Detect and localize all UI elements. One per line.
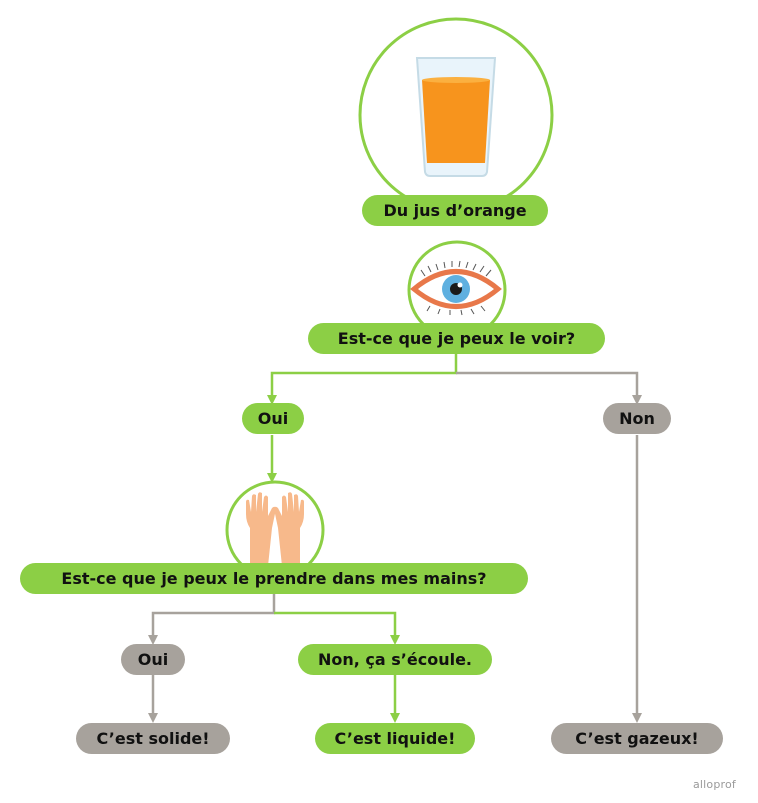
result-liquid: C’est liquide! <box>315 723 475 754</box>
result-gas: C’est gazeux! <box>551 723 723 754</box>
answer-hold-yes: Oui <box>121 644 185 675</box>
connector-hold-yes <box>148 594 276 645</box>
connector-see-yes <box>267 353 458 405</box>
answer-hold-no: Non, ça s’écoule. <box>298 644 492 675</box>
hands-icon <box>225 480 325 580</box>
answer-see-no: Non <box>603 403 671 434</box>
glass-of-juice-icon <box>358 17 554 213</box>
answer-see-yes: Oui <box>242 403 304 434</box>
eye-icon <box>407 240 507 340</box>
result-solid: C’est solide! <box>76 723 230 754</box>
brand-logo: alloprof <box>692 778 736 791</box>
title-label: Du jus d’orange <box>362 195 548 226</box>
connector-see-no <box>456 371 642 405</box>
connector-hold-no <box>274 611 400 645</box>
question-see: Est-ce que je peux le voir? <box>308 323 605 354</box>
question-hold: Est-ce que je peux le prendre dans mes m… <box>20 563 528 594</box>
